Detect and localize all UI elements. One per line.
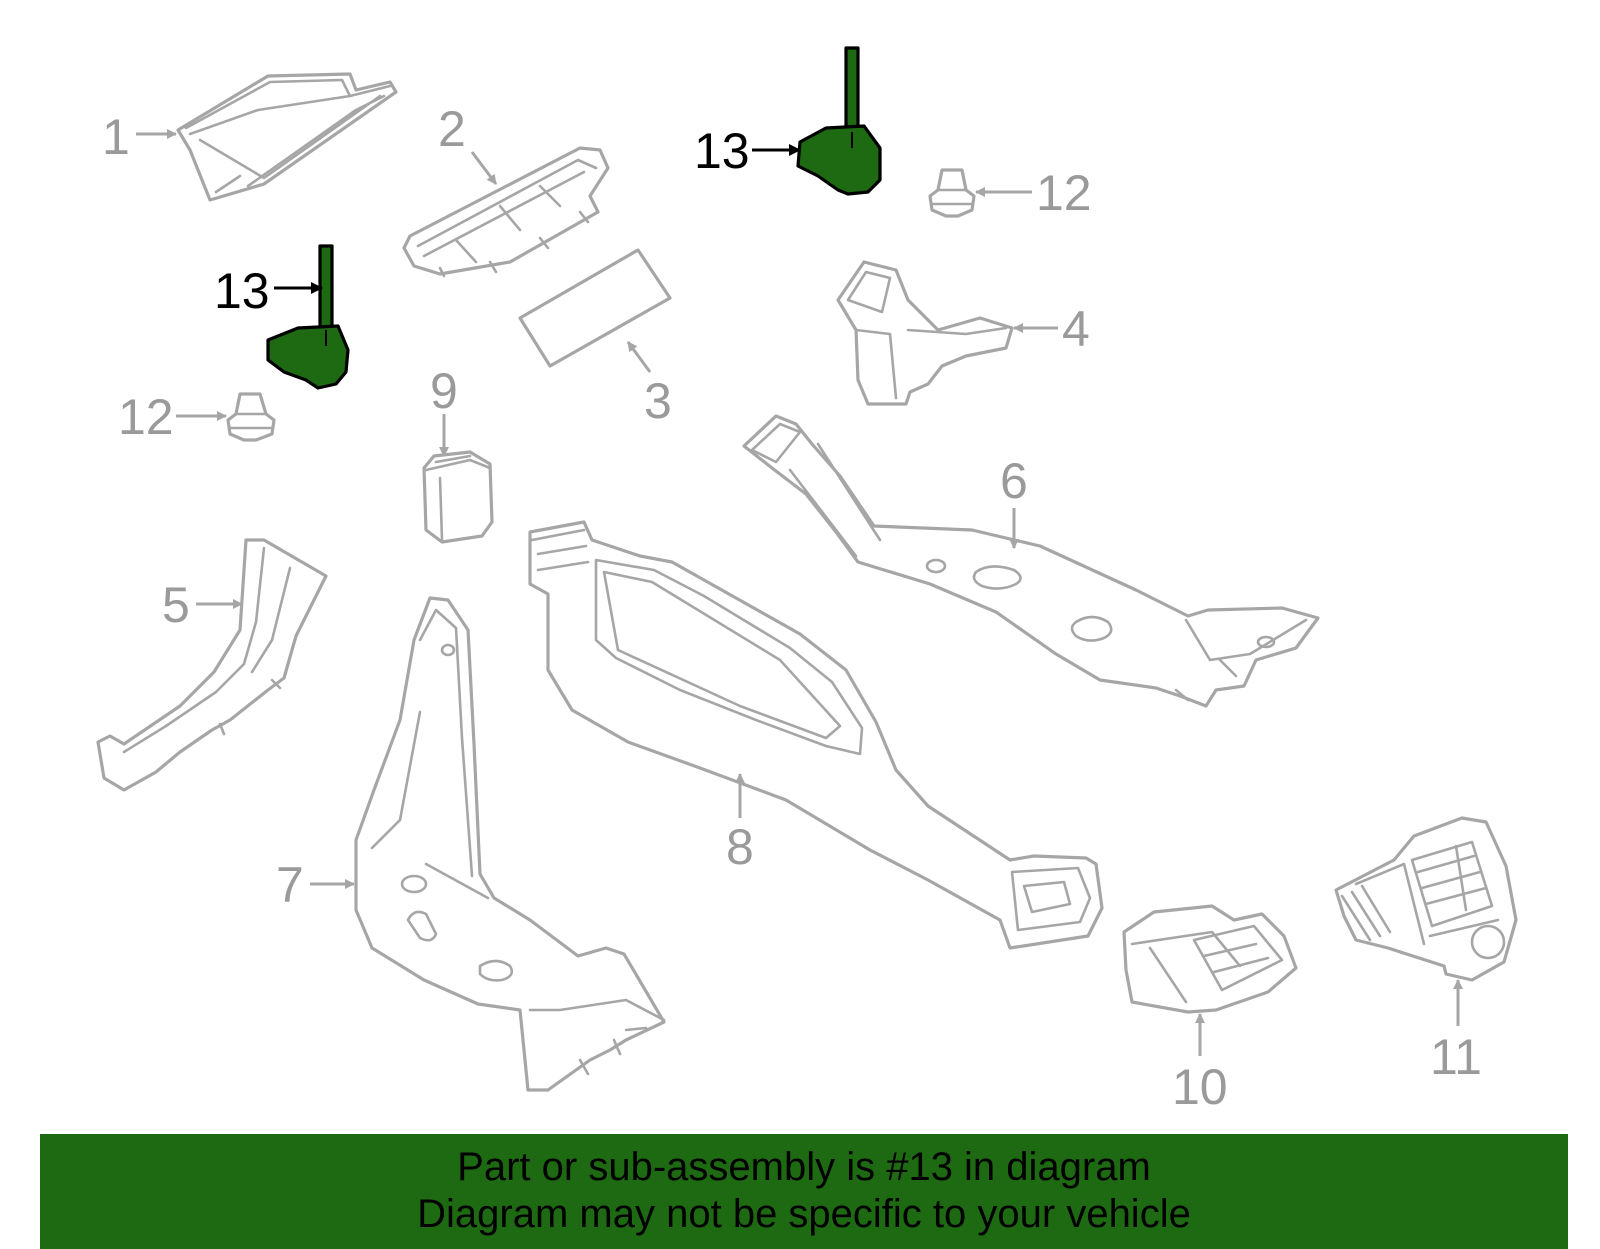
callout-10: 10 (1172, 1059, 1228, 1115)
banner-line-2: Diagram may not be specific to your vehi… (417, 1192, 1191, 1236)
part-9-seal (422, 450, 494, 544)
part-1-duct (176, 72, 398, 202)
callout-12-left: 12 (118, 389, 174, 445)
callout-7: 7 (276, 857, 304, 913)
callout-6: 6 (1000, 453, 1028, 509)
part-13-sensor-left (266, 244, 350, 390)
callout-13-left: 13 (214, 263, 270, 319)
callout-12-right: 12 (1036, 165, 1092, 221)
part-13-sensor-top (796, 46, 882, 196)
banner-line-1: Part or sub-assembly is #13 in diagram (457, 1145, 1151, 1189)
part-3-plate (518, 248, 672, 368)
part-11-vent-panel (1334, 816, 1518, 982)
callout-11: 11 (1430, 1029, 1482, 1085)
part-10-vent (1122, 904, 1298, 1014)
leader-2 (470, 151, 498, 185)
part-8-duct (528, 520, 1104, 950)
part-2-vent (402, 146, 610, 278)
callout-5: 5 (162, 577, 190, 633)
part-5-duct (96, 538, 328, 792)
callout-13-top: 13 (694, 123, 750, 179)
part-12-clip-right (928, 168, 976, 218)
callout-2: 2 (438, 101, 466, 157)
part-7-duct (354, 596, 666, 1092)
notice-banner: Part or sub-assembly is #13 in diagram D… (40, 1134, 1568, 1249)
callout-4: 4 (1062, 301, 1090, 357)
callout-1: 1 (102, 109, 130, 165)
part-4-duct (836, 260, 1014, 406)
part-12-clip-left (226, 392, 276, 442)
callout-3: 3 (644, 373, 672, 429)
leader-3 (626, 341, 652, 373)
callout-9: 9 (430, 363, 458, 419)
part-6-duct (742, 414, 1320, 708)
callout-8: 8 (726, 819, 754, 875)
